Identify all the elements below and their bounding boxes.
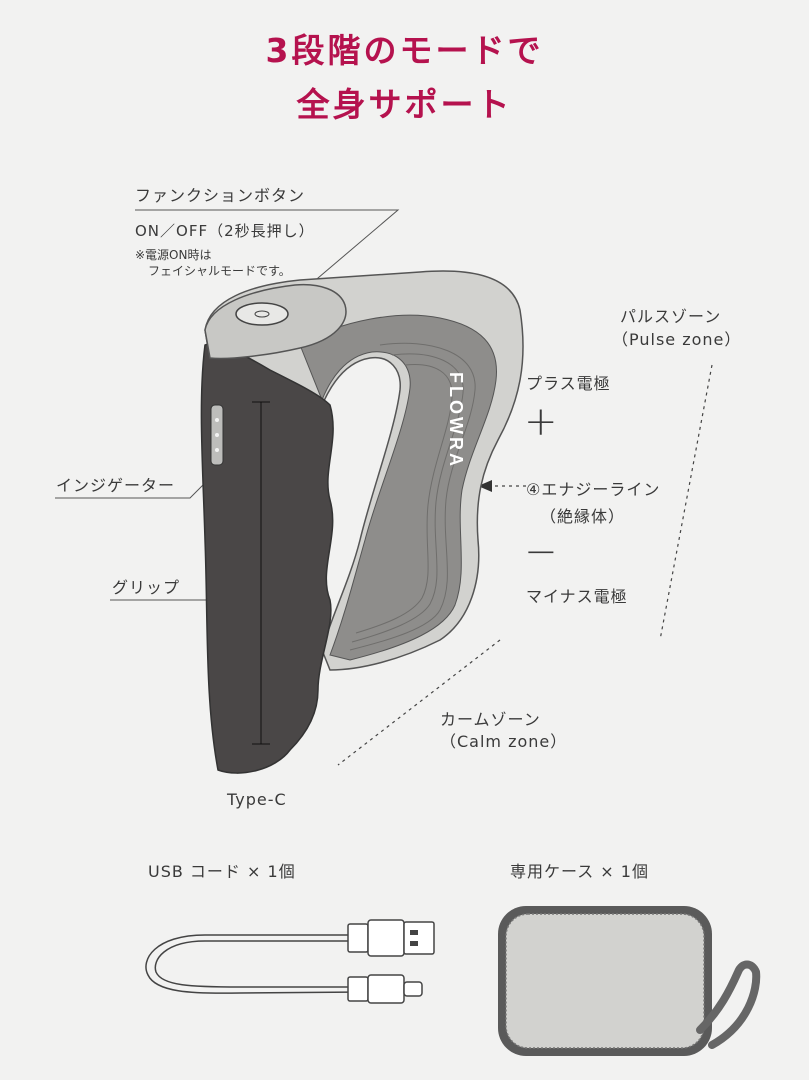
energy-arrow-icon	[478, 480, 492, 492]
grip-label: グリップ	[112, 578, 181, 597]
grip-dimension	[252, 401, 270, 745]
brand-logo: FLOWRA	[446, 372, 466, 469]
plus-electrode-label: プラス電極	[526, 374, 611, 393]
calm-zone-dash	[337, 639, 501, 766]
type-c-label: Type-C	[227, 790, 287, 809]
indicator-label: インジゲーター	[56, 476, 176, 495]
function-button-label: ファンクションボタン	[135, 186, 306, 205]
function-button-note2: フェイシャルモードです。	[148, 264, 291, 278]
function-button-note1: ※電源ON時は	[135, 248, 212, 262]
calm-zone-label: カームゾーン	[440, 710, 541, 729]
calm-zone-en: （Calm zone）	[440, 732, 568, 751]
function-button-icon	[235, 302, 289, 326]
energy-line-grooves	[349, 342, 476, 651]
device-grip	[200, 343, 334, 774]
case-icon	[498, 906, 761, 1056]
usb-cable-icon	[145, 919, 435, 1004]
minus-symbol: −	[524, 529, 558, 575]
pulse-zone-en: （Pulse zone）	[612, 330, 742, 349]
pulse-zone-dash	[659, 364, 713, 641]
energy-line-label: ④エナジーライン	[526, 480, 661, 499]
power-symbol-icon	[254, 310, 270, 318]
page-title-line1: 3段階のモードで	[265, 31, 544, 70]
function-button-leader	[135, 209, 400, 313]
plus-symbol: +	[524, 399, 558, 445]
zone-dashes	[337, 364, 713, 766]
usb-cord-label: USB コード × 1個	[148, 862, 296, 881]
function-button-sub: ON／OFF（2秒長押し）	[135, 222, 315, 240]
energy-line-sub: （絶縁体）	[540, 507, 626, 526]
page-title-line2: 全身サポート	[296, 85, 513, 124]
minus-electrode-label: マイナス電極	[526, 587, 628, 606]
case-label: 専用ケース × 1個	[510, 862, 649, 881]
pulse-zone-label: パルスゾーン	[620, 307, 722, 326]
